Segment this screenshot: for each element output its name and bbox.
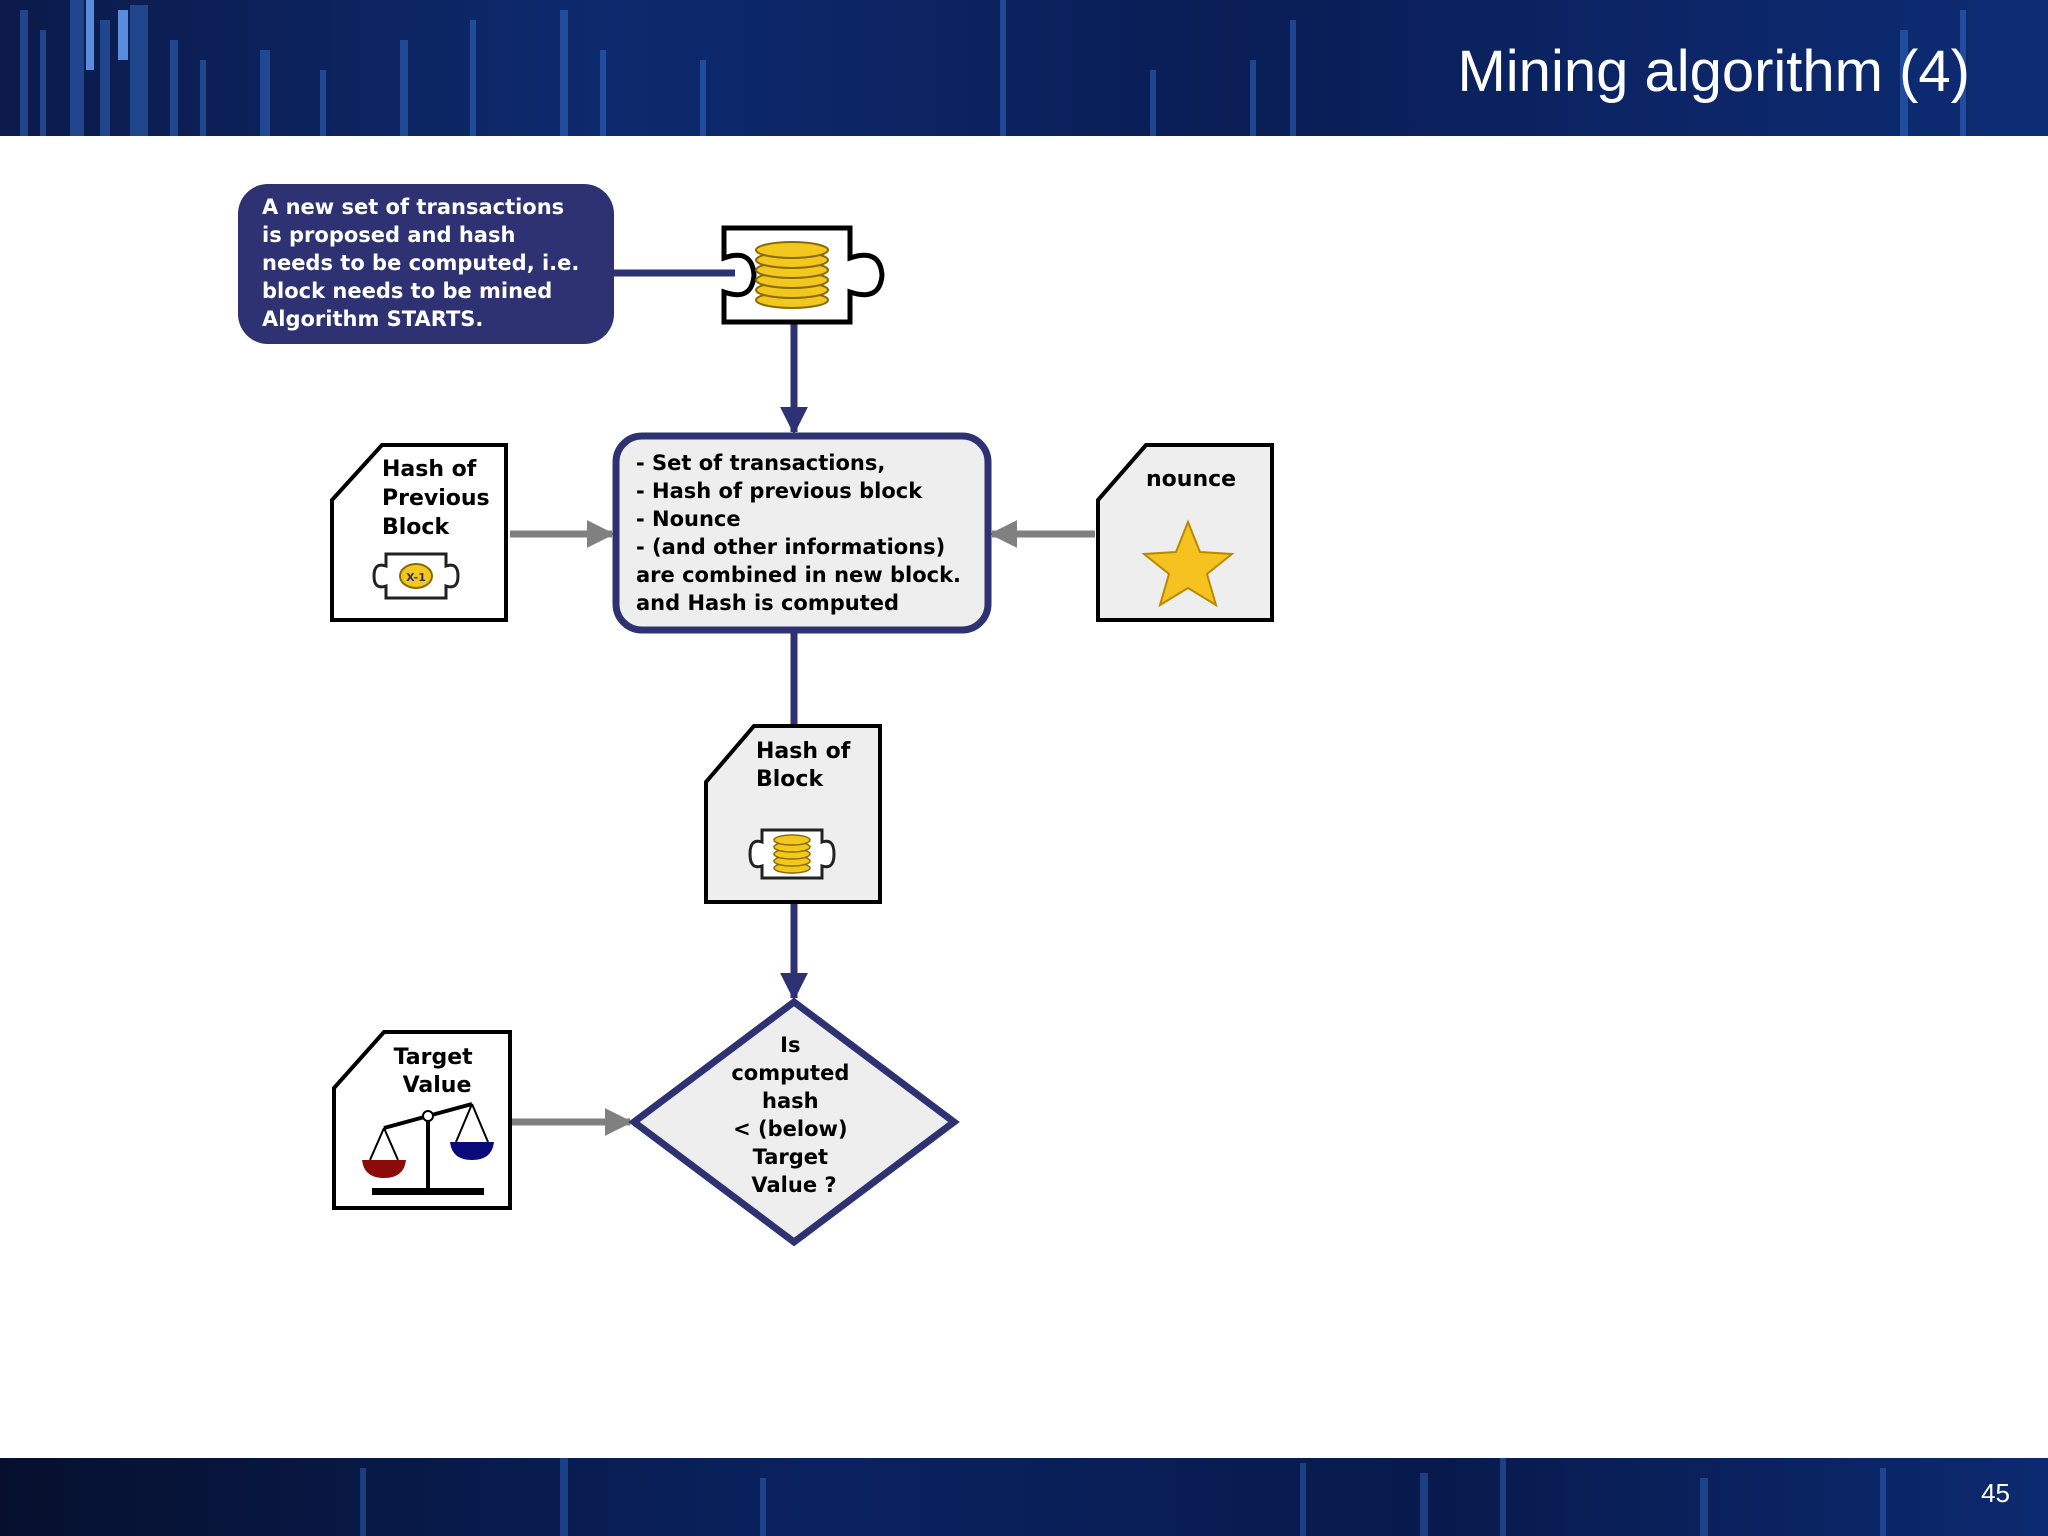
combine-line: - Hash of previous block: [636, 479, 923, 503]
puzzle-piece-icon: X-1: [372, 552, 460, 600]
nounce-document: nounce: [1096, 443, 1274, 622]
prev-hash-label: Hash of: [382, 457, 477, 482]
decision-line: < (below): [733, 1117, 847, 1141]
svg-text:Hash of Previous B: Hash of Previous Block: [382, 457, 497, 540]
nounce-label: nounce: [1146, 467, 1236, 492]
page-number: 45: [1981, 1478, 2010, 1508]
start-note-line: A new set of transactions: [262, 195, 564, 219]
svg-text:Hash of Block: Hash of Block: [756, 739, 858, 792]
decision-line: Value ?: [751, 1173, 836, 1197]
combine-line: - Set of transactions,: [636, 451, 885, 475]
decision-line: Target: [753, 1145, 828, 1169]
coin-stack-icon: [773, 834, 811, 874]
svg-text:- Set of transactions, -: - Set of transactions, - Hash of previou…: [636, 451, 968, 615]
combine-box: - Set of transactions, - Hash of previou…: [612, 432, 992, 634]
start-note-line: is proposed and hash: [262, 223, 515, 247]
target-label: Value: [403, 1073, 472, 1098]
start-note-line: needs to be computed, i.e.: [262, 251, 579, 275]
block-hash-document: Hash of Block: [704, 724, 882, 904]
combine-line: - (and other informations): [636, 535, 945, 559]
svg-text:Target Value: Target Value: [394, 1045, 481, 1098]
block-hash-label: Block: [756, 767, 824, 792]
svg-text:A new set of transactions: A new set of transactions is proposed an…: [262, 195, 587, 331]
target-label: Target: [394, 1045, 474, 1070]
target-value-document: Target Value: [332, 1030, 512, 1210]
slide-title: Mining algorithm (4): [1457, 39, 1970, 104]
new-block-puzzle-icon: [721, 225, 885, 325]
prev-hash-document: Hash of Previous Block X-1: [330, 443, 508, 622]
svg-text:Is computed hash: Is computed hash < (below) Target Value …: [731, 1033, 856, 1197]
decision-diamond: Is computed hash < (below) Target Value …: [628, 997, 960, 1247]
decision-line: hash: [762, 1089, 819, 1113]
combine-line: - Nounce: [636, 507, 741, 531]
balance-scale-icon: [362, 1102, 494, 1195]
start-note-line: block needs to be mined: [262, 279, 552, 303]
puzzle-piece-icon: [748, 828, 836, 880]
combine-line: and Hash is computed: [636, 591, 899, 615]
star-icon: [1141, 519, 1235, 608]
header-banner: Mining algorithm (4): [0, 0, 2048, 136]
start-note-line: Algorithm STARTS.: [262, 307, 483, 331]
combine-line: are combined in new block.: [636, 563, 961, 587]
decision-line: Is: [780, 1033, 800, 1057]
stock-ticker-background: [20, 0, 1966, 136]
prev-block-icon-label: X-1: [406, 571, 426, 584]
stock-ticker-background: [360, 1458, 1886, 1536]
coin-stack-icon: [755, 241, 829, 309]
start-note: A new set of transactions is proposed an…: [238, 184, 614, 344]
block-hash-label: Hash of: [756, 739, 851, 764]
footer-banner: 45: [0, 1458, 2048, 1536]
decision-line: computed: [731, 1061, 849, 1085]
prev-hash-label: Block: [382, 515, 450, 540]
prev-hash-label: Previous: [382, 486, 490, 511]
